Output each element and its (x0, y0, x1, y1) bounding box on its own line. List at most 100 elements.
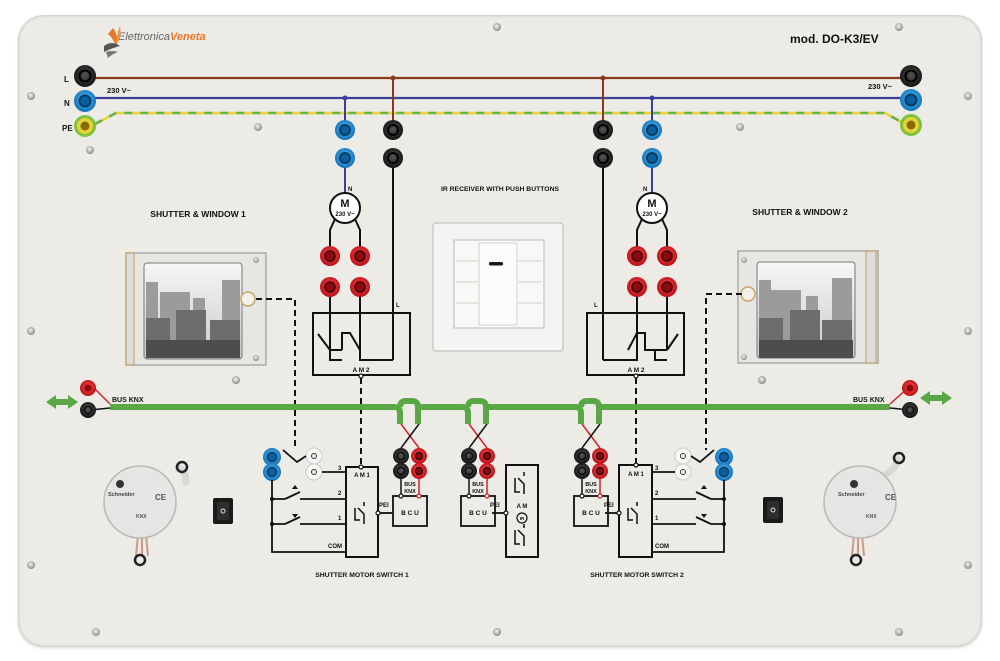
socket-L-right[interactable] (900, 65, 922, 87)
socket-N-left[interactable] (74, 90, 96, 112)
switch1-pei-label: PEI (379, 503, 389, 509)
screw-icon (27, 92, 35, 100)
socket-bcu3-red-a[interactable] (592, 448, 608, 464)
socket-bcu3-black-b[interactable] (574, 463, 590, 479)
bus-knx-label-right: BUS KNX (853, 397, 885, 404)
socket-bcu1-red-b[interactable] (411, 463, 427, 479)
bcu-knx-label: KNX (472, 489, 484, 495)
socket-PE-left[interactable] (74, 115, 96, 137)
socket-bcu2-red-b[interactable] (479, 463, 495, 479)
shutter-motor-switch-1: A M 1 3 2 1 COM PEI (263, 447, 392, 558)
socket-L-motor1-a[interactable] (383, 120, 403, 140)
shutter-motor-switch-2: A M 1 3 2 1 COM PEI (604, 447, 733, 558)
socket-bcu3-black-a[interactable] (574, 448, 590, 464)
screw-icon (232, 376, 240, 384)
socket-bcu2-black-b[interactable] (461, 463, 477, 479)
screw-icon (27, 561, 35, 569)
socket-bcu2-red-a[interactable] (479, 448, 495, 464)
socket-switch1-white-b[interactable] (305, 463, 323, 481)
line-PE-yellow (94, 111, 906, 126)
socket-switch2-white-a[interactable] (674, 447, 692, 465)
brand-logo: ElettronicaVeneta (118, 31, 206, 43)
rocker-switch-left[interactable] (213, 498, 233, 524)
ir-badge-icon (516, 512, 528, 524)
switch1-terminal-1: 1 (338, 516, 342, 522)
socket-switch2-blue-b[interactable] (715, 463, 733, 481)
socket-bus-left-red[interactable] (80, 380, 96, 396)
bcu-label: B C U (469, 510, 487, 517)
screw-icon (964, 92, 972, 100)
socket-bcu1-black-a[interactable] (393, 448, 409, 464)
socket-L-motor2-b[interactable] (593, 148, 613, 168)
socket-N-motor1-a[interactable] (335, 120, 355, 140)
screw-icon (493, 628, 501, 636)
socket-N-motor2-b[interactable] (642, 148, 662, 168)
bcu-knx-label: KNX (404, 489, 416, 495)
bcu-bus-label: BUS (404, 482, 416, 488)
motor1-symbol (329, 192, 361, 224)
socket-N-motor1-b[interactable] (335, 148, 355, 168)
svg-text:CE: CE (155, 493, 167, 502)
bus-arrow-left-icon (46, 395, 78, 409)
socket-bcu3-red-b[interactable] (592, 463, 608, 479)
socket-bus-left-black[interactable] (80, 402, 96, 418)
switch1-terminal-2: 2 (338, 491, 342, 497)
motor1-voltage: 230 V~ (335, 212, 355, 218)
socket-motor1-down-a[interactable] (320, 246, 340, 266)
switch1-title: SHUTTER MOTOR SWITCH 1 (315, 572, 409, 579)
socket-motor1-down-b[interactable] (320, 277, 340, 297)
socket-bus-right-red[interactable] (902, 380, 918, 396)
svg-text:Schneider: Schneider (108, 492, 135, 498)
motor2-symbol-letter: M (647, 198, 656, 210)
ir-receiver-push-buttons[interactable] (432, 222, 564, 352)
brand-prefix: Elettronica (118, 31, 170, 43)
label-L: L (64, 75, 69, 84)
socket-bcu1-black-b[interactable] (393, 463, 409, 479)
socket-motor2-down-b[interactable] (657, 277, 677, 297)
socket-L-motor1-b[interactable] (383, 148, 403, 168)
socket-motor1-up-b[interactable] (350, 277, 370, 297)
window1-knob-icon (240, 291, 256, 307)
switch2-am1-label: A M 1 (628, 472, 644, 478)
socket-PE-right[interactable] (900, 114, 922, 136)
ir-pei-label: PEI (490, 503, 500, 509)
socket-motor2-up-b[interactable] (627, 277, 647, 297)
socket-L-motor2-a[interactable] (593, 120, 613, 140)
panel-screws (27, 23, 972, 636)
brand-logo-icon (104, 26, 121, 58)
socket-bcu1-red-a[interactable] (411, 448, 427, 464)
screw-icon (493, 23, 501, 31)
mechanical-links (256, 293, 742, 465)
window2-title: SHUTTER & WINDOW 2 (752, 207, 848, 217)
socket-switch2-blue-a[interactable] (715, 448, 733, 466)
socket-motor1-up-a[interactable] (350, 246, 370, 266)
bcu-knx-label: KNX (585, 489, 597, 495)
label-PE: PE (62, 124, 73, 133)
socket-N-motor2-a[interactable] (642, 120, 662, 140)
socket-bcu2-black-a[interactable] (461, 448, 477, 464)
socket-motor2-up-a[interactable] (627, 246, 647, 266)
socket-N-right[interactable] (900, 89, 922, 111)
socket-motor2-down-a[interactable] (657, 246, 677, 266)
socket-switch1-white-a[interactable] (305, 447, 323, 465)
switch2-com-label: COM (655, 544, 669, 550)
socket-switch2-white-b[interactable] (674, 463, 692, 481)
socket-switch1-blue-a[interactable] (263, 448, 281, 466)
svg-text:CE: CE (885, 493, 897, 502)
socket-bus-right-black[interactable] (902, 402, 918, 418)
motor1-line-label: L (396, 303, 400, 309)
ir-pushbutton-symbol-bottom (514, 524, 525, 546)
screw-icon (964, 327, 972, 335)
supply-sockets[interactable] (74, 65, 922, 137)
bcu-label: B C U (401, 510, 419, 517)
socket-L-left[interactable] (74, 65, 96, 87)
svg-text:KNX: KNX (866, 514, 877, 520)
shutter-window-2[interactable] (737, 250, 879, 364)
socket-switch1-blue-b[interactable] (263, 463, 281, 481)
svg-text:KNX: KNX (136, 514, 147, 520)
rocker-switch-right[interactable] (763, 497, 783, 523)
ir-am-label: A M (517, 504, 528, 510)
knx-actuator-left: Schneider CE KNX (103, 460, 190, 567)
shutter-window-1[interactable] (125, 252, 267, 366)
